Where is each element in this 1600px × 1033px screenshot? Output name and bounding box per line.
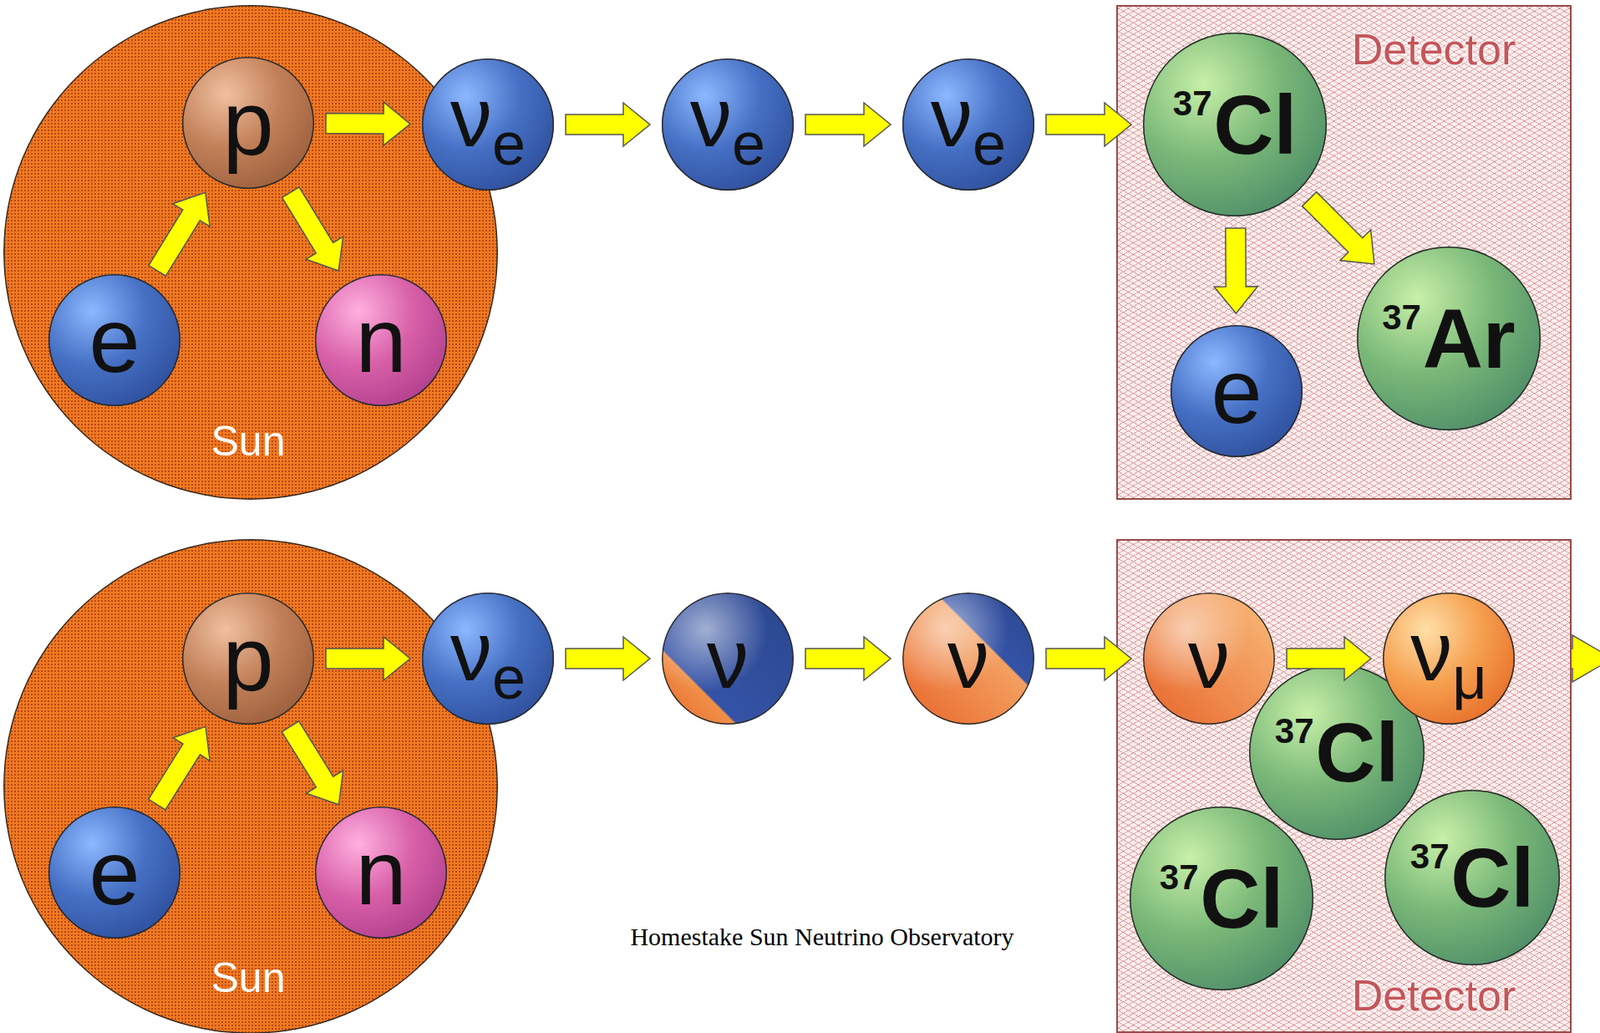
caption: Homestake Sun Neutrino Observatory — [629, 922, 1014, 950]
isotope-symbol: Cl — [1315, 705, 1399, 799]
flow-arrow — [805, 102, 891, 147]
flow-arrow — [565, 102, 651, 147]
detector-box: 37ClDetectorννμ37Cl37Cl — [1116, 538, 1572, 1033]
isotope-symbol: Ar — [1422, 291, 1516, 386]
label-group: Sun — [211, 956, 286, 999]
flow-arrow — [148, 192, 210, 276]
label-group: e — [88, 826, 140, 919]
label-group: p — [222, 76, 274, 169]
label-group: νe — [930, 75, 1006, 174]
sun-label: Sun — [211, 417, 286, 465]
particle-symbol: e — [88, 820, 140, 924]
particle-symbol: e — [972, 110, 1006, 178]
chlorine-nucleus: 37Cl — [1384, 789, 1560, 966]
argon-nucleus: 37Ar — [1356, 246, 1541, 431]
flow-arrow — [565, 636, 651, 681]
electron-neutrino: νe — [661, 58, 794, 191]
detector-label: Detector — [1351, 25, 1517, 74]
label-group: ν — [706, 616, 749, 701]
flow-arrow — [281, 721, 343, 805]
electron-neutrino: νe — [421, 58, 554, 191]
label-group: νe — [450, 609, 526, 708]
isotope-symbol: 37 — [1274, 711, 1315, 751]
label-group: n — [355, 826, 407, 919]
flow-arrow — [1286, 636, 1372, 681]
particle-symbol: e — [88, 288, 140, 392]
label-group: ν — [947, 616, 990, 701]
flow-arrow — [1046, 102, 1132, 147]
electron: e — [48, 806, 181, 939]
flow-arrow — [325, 101, 411, 146]
detector-box: Detector37Cle37Ar — [1116, 5, 1572, 500]
label-group: νe — [690, 75, 766, 174]
label-group: 37Cl — [1173, 82, 1297, 167]
particle-symbol: ν — [690, 70, 732, 164]
detector-label: Detector — [1351, 970, 1517, 1020]
muon-neutrino: νμ — [1382, 592, 1515, 725]
particle-symbol: ν — [947, 611, 990, 706]
label-group: ν — [1188, 616, 1230, 701]
chlorine-nucleus: 37Cl — [1129, 806, 1314, 991]
particle-symbol: ν — [706, 611, 749, 706]
oscillating-neutrino: ν — [661, 592, 794, 725]
oscillating-neutrino: ν — [902, 592, 1035, 725]
isotope-symbol: Cl — [1199, 851, 1284, 945]
label-group: n — [355, 294, 407, 387]
isotope-symbol: Cl — [1213, 77, 1297, 172]
chlorine-nucleus: 37Cl — [1142, 32, 1327, 217]
neutron: n — [314, 274, 447, 407]
label-group: 37Ar — [1381, 296, 1516, 381]
electron: e — [1170, 325, 1303, 458]
label-group: e — [1210, 345, 1262, 437]
flow-arrow — [325, 636, 411, 681]
proton: p — [182, 56, 315, 189]
label-group: e — [88, 294, 140, 387]
proton: p — [182, 592, 315, 725]
flow-arrow — [1213, 228, 1258, 314]
label-group: 37Cl — [1159, 856, 1284, 940]
particle-symbol: ν — [1410, 604, 1453, 698]
particle-symbol: e — [492, 644, 526, 712]
neutron: n — [314, 806, 447, 939]
label-group: 37Cl — [1410, 835, 1534, 920]
particle-symbol: p — [222, 71, 274, 174]
particle-symbol: n — [355, 288, 407, 392]
electron: e — [48, 274, 181, 407]
flow-arrow — [1046, 636, 1132, 681]
particle-symbol: e — [1210, 339, 1262, 442]
particle-symbol: ν — [450, 604, 493, 698]
electron-neutrino: νe — [902, 58, 1035, 191]
label-group: Sun — [211, 420, 286, 463]
label-group: Detector — [1351, 973, 1517, 1017]
isotope-symbol: 37 — [1410, 836, 1450, 876]
flow-arrow — [282, 187, 344, 271]
particle-symbol: e — [731, 110, 766, 178]
particle-symbol: e — [492, 110, 526, 178]
label-group: νe — [450, 75, 526, 174]
particle-symbol: p — [222, 606, 274, 710]
flow-arrow — [805, 636, 891, 681]
label-group: p — [222, 612, 274, 705]
isotope-symbol: Cl — [1450, 830, 1534, 925]
sun-disc: Sun p e n — [3, 538, 498, 1033]
oscillating-neutrino: ν — [1142, 592, 1275, 725]
particle-symbol: ν — [930, 70, 973, 164]
flow-arrow — [148, 726, 211, 810]
label-group: 37Cl — [1274, 710, 1399, 794]
particle-symbol: n — [355, 820, 407, 924]
particle-symbol: ν — [1188, 611, 1230, 706]
label-group: Detector — [1351, 27, 1517, 72]
particle-symbol: ν — [450, 70, 493, 164]
flow-arrow — [1302, 192, 1375, 265]
particle-symbol: μ — [1452, 644, 1487, 712]
sun-disc: Sun p e n — [3, 5, 498, 500]
sun-label: Sun — [211, 954, 286, 1001]
isotope-symbol: 37 — [1381, 297, 1422, 337]
electron-neutrino: νe — [421, 592, 554, 725]
isotope-symbol: 37 — [1173, 83, 1213, 123]
label-group: νμ — [1410, 609, 1487, 708]
isotope-symbol: 37 — [1159, 857, 1199, 897]
